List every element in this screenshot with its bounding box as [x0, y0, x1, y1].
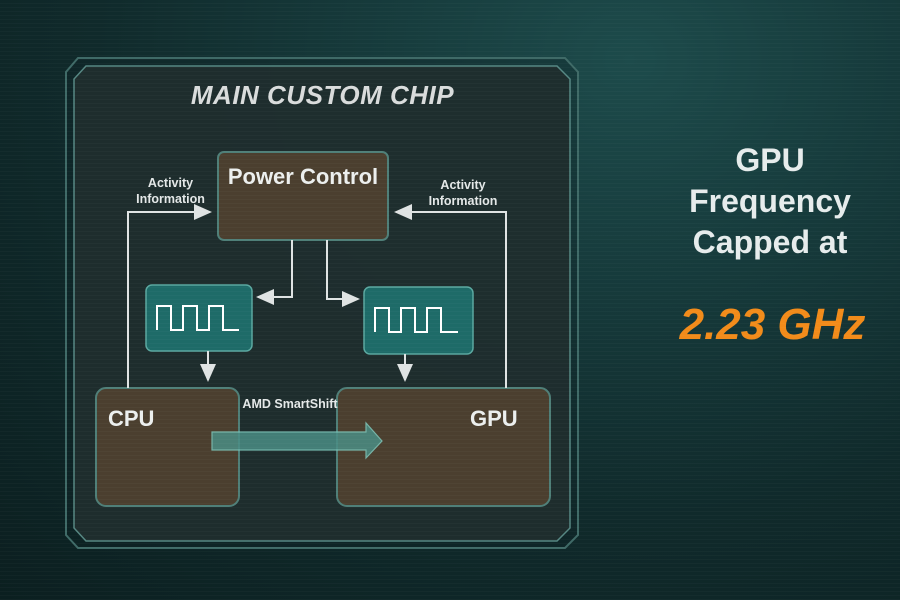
activity-info-right-label: Activity Information [428, 178, 498, 208]
arrow-power-to-cpu-clock [256, 240, 293, 305]
gpu-label: GPU [470, 406, 518, 431]
cpu-square-wave-icon [156, 305, 239, 331]
chip-title: MAIN CUSTOM CHIP [190, 80, 455, 110]
cpu-clock-box [145, 284, 253, 352]
arrow-cpu-activity [127, 204, 212, 388]
activity-info-left-label: Activity Information [136, 176, 205, 206]
cpu-label: CPU [108, 406, 155, 431]
arrow-gpu-activity [394, 204, 507, 388]
gpu-square-wave-icon [374, 307, 458, 333]
gpu-clock-box [363, 286, 474, 355]
power-control-block [217, 151, 389, 241]
smartshift-arrow [211, 421, 383, 460]
frequency-caption: GPU Frequency Capped at [689, 142, 851, 260]
arrow-power-to-gpu-clock [326, 240, 360, 307]
frequency-value: 2.23 GHz [679, 300, 866, 349]
power-control-label: Power Control [227, 164, 379, 189]
smartshift-label: AMD SmartShift [242, 397, 338, 411]
